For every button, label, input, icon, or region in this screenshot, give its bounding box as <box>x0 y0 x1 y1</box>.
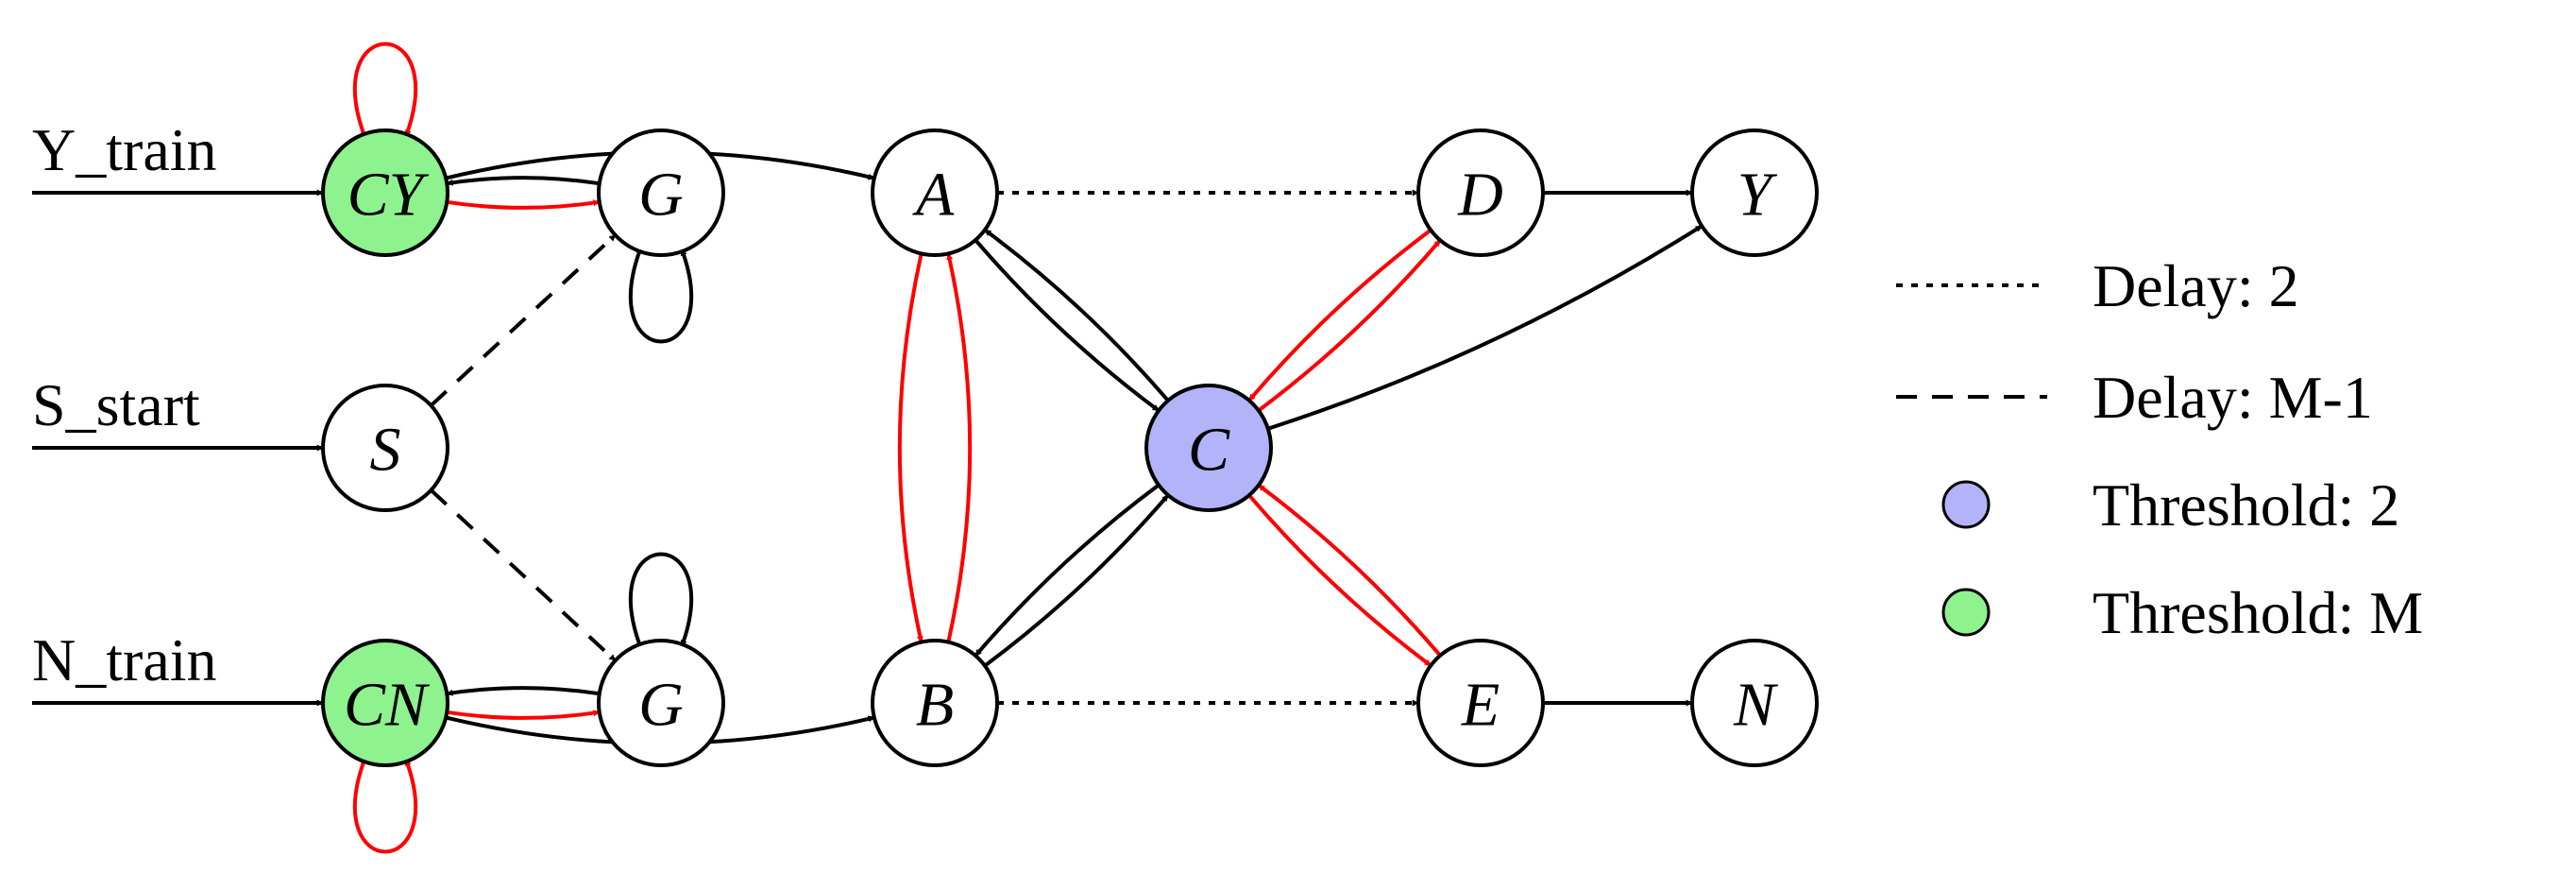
node-y-circle <box>1690 128 1819 257</box>
edge-a-to-b <box>897 252 924 643</box>
edge-g1-to-g1 <box>628 248 694 344</box>
node-cn-label: CN <box>344 671 431 740</box>
edge-a-to-c <box>974 238 1161 413</box>
edge-cn-to-g2 <box>446 710 601 720</box>
legend-label-threshold-2: Threshold: 2 <box>2093 471 2399 539</box>
edge-b-to-c <box>983 493 1170 668</box>
node-e-circle <box>1416 639 1545 767</box>
edge-b-to-a <box>946 252 973 643</box>
node-b: B <box>871 639 999 767</box>
node-c-circle <box>1144 384 1273 512</box>
legend-swatch-threshold-m <box>1941 588 1991 637</box>
edge-g2-to-g2 <box>628 552 694 647</box>
node-d: D <box>1416 128 1545 257</box>
edge-c-to-b <box>974 483 1161 658</box>
legend-item-threshold-2: Threshold: 2 <box>1941 471 2399 539</box>
edge-c-to-d <box>1257 238 1442 413</box>
node-e-label: E <box>1461 671 1500 740</box>
edge-s-to-g1 <box>430 233 617 407</box>
node-a-circle <box>871 128 999 257</box>
node-a: A <box>871 128 999 257</box>
legend-item-delay-2: Delay: 2 <box>1896 252 2299 319</box>
input-label-y_train: Y_train <box>32 116 217 183</box>
edge-cn-to-cn <box>352 759 418 854</box>
node-e: E <box>1416 639 1545 767</box>
legend-item-delay-m1: Delay: M-1 <box>1896 364 2373 431</box>
node-b-label: B <box>916 671 954 740</box>
node-s: S <box>321 384 449 512</box>
legend-label-delay-m1: Delay: M-1 <box>2093 364 2373 431</box>
node-d-label: D <box>1457 161 1503 230</box>
node-g2: G <box>597 639 725 767</box>
edge-s-to-g2 <box>430 488 617 662</box>
input-label-s_start: S_start <box>32 371 200 438</box>
edge-d-to-c <box>1247 228 1432 402</box>
node-s-label: S <box>370 416 401 485</box>
nodes-layer: CY G S CN G A B C D E Y N <box>321 128 1819 767</box>
node-cn: CN <box>321 639 449 767</box>
node-y: Y <box>1690 128 1819 257</box>
edge-c-to-a <box>983 228 1170 402</box>
node-g1-label: G <box>638 161 684 230</box>
node-n-label: N <box>1733 671 1779 740</box>
node-cy-circle <box>321 128 449 257</box>
edge-g2-to-cn <box>446 686 601 696</box>
node-y-label: Y <box>1737 161 1778 230</box>
node-c: C <box>1144 384 1273 512</box>
edges-layer <box>352 42 1703 854</box>
node-g1-circle <box>597 128 725 257</box>
edge-c-to-y <box>1267 224 1703 431</box>
node-g2-label: G <box>638 671 684 740</box>
node-b-circle <box>871 639 999 767</box>
edge-cy-to-cy <box>352 42 418 137</box>
node-n-circle <box>1690 639 1819 767</box>
node-cy: CY <box>321 128 449 257</box>
legend-swatch-threshold-2 <box>1941 480 1991 529</box>
legend-item-threshold-m: Threshold: M <box>1941 579 2423 646</box>
edge-c-to-e <box>1247 493 1432 668</box>
node-s-circle <box>321 384 449 512</box>
node-d-circle <box>1416 128 1545 257</box>
edge-g1-to-cy <box>446 176 601 186</box>
node-g2-circle <box>597 639 725 767</box>
edge-cy-to-g1 <box>446 199 601 210</box>
edge-e-to-c <box>1257 483 1442 658</box>
legend-label-delay-2: Delay: 2 <box>2093 252 2299 319</box>
input-label-n_train: N_train <box>32 626 217 693</box>
node-g1: G <box>597 128 725 257</box>
node-a-label: A <box>912 161 955 230</box>
node-n: N <box>1690 639 1819 767</box>
node-cy-label: CY <box>347 161 430 230</box>
legend-label-threshold-m: Threshold: M <box>2093 579 2423 646</box>
node-cn-circle <box>321 639 449 767</box>
node-c-label: C <box>1188 416 1230 485</box>
